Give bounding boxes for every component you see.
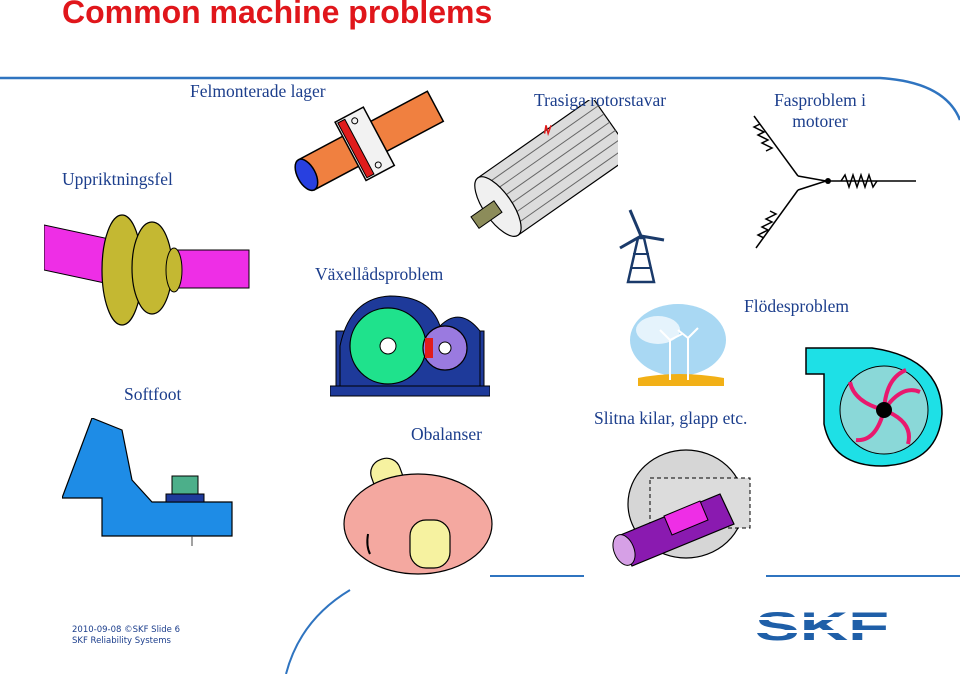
softfoot-illustration [62,418,233,546]
slide-title: Common machine problems [62,0,493,30]
resistor-bottom [756,210,778,239]
label-misalignment: Uppriktningsfel [62,169,173,189]
wind-farm-picture [628,300,728,386]
header-rule [0,76,960,121]
pump-impeller-illustration [805,347,943,467]
misaligned-bearing-illustration [294,90,445,192]
broken-bar-mark [543,125,552,137]
shaft-end [294,158,319,192]
machine-foot [62,418,233,537]
shaft-stub [409,519,451,569]
footer-company: SKF Reliability Systems [72,636,171,646]
wind-turbine-tower-icon [619,209,665,284]
worn-key-coupling-illustration [612,449,751,567]
skf-logo-text: SKF [755,608,889,644]
footer-date: 2010-09-08 [72,625,122,635]
label-phase-problems-line2: motorer [792,110,848,131]
label-gearbox-problems: Växellådsproblem [315,264,444,284]
shaft-misalignment-illustration [44,214,250,326]
resistor-right [840,172,878,190]
label-worn-keys: Slitna kilar, glapp etc. [594,408,748,428]
footer-copyright: ©SKF [124,625,149,635]
phase-resistor-network-illustration [752,115,916,249]
rotor-shaft [470,200,503,230]
label-broken-rotor-bars: Trasiga rotorstavar [534,90,667,110]
label-phase-problems: Fasproblem i motorer [760,90,880,131]
lower-curve [285,589,351,674]
gearbox-illustration [330,295,490,397]
label-softfoot: Softfoot [124,384,182,404]
bearing-seal [337,118,375,179]
footer-slide-number: Slide 6 [151,625,181,635]
label-phase-problems-line1: Fasproblem i [774,90,866,110]
label-unbalance: Obalanser [411,424,482,444]
skf-logo: SKF [752,608,892,644]
resistor-top [752,123,774,152]
label-misaligned-bearings: Felmonterade lager [190,81,326,101]
unbalanced-rotor-illustration [343,457,493,575]
footer-line1: 2010-09-08 ©SKF Slide 6 [72,626,180,635]
worn-key [663,500,709,536]
label-flow-problems: Flödesproblem [744,296,849,316]
rotor-bars-illustration [470,100,618,237]
